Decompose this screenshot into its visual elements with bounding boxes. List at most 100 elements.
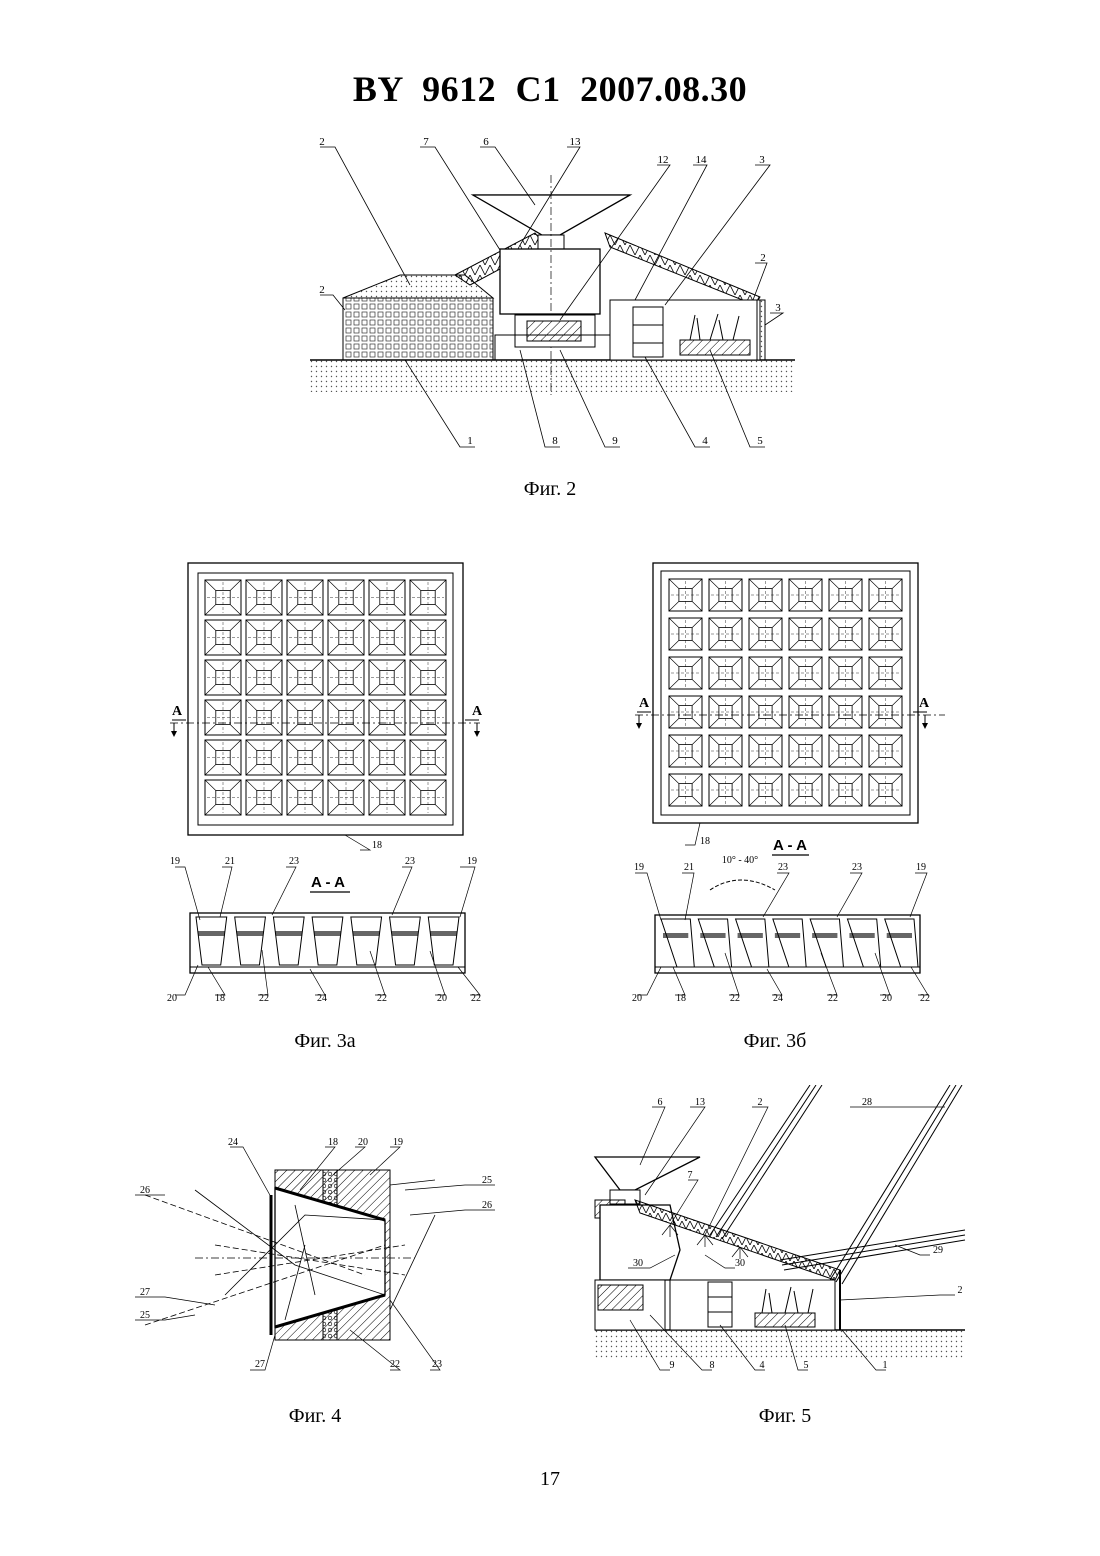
grid-cell xyxy=(369,700,405,735)
grid-cell xyxy=(246,700,282,735)
figure-5-caption: Фиг. 5 xyxy=(685,1405,885,1428)
callout: 6 xyxy=(658,1097,663,1108)
section-cone xyxy=(390,917,421,965)
section-cone xyxy=(661,919,694,967)
callout: 3 xyxy=(759,154,765,166)
grid-cell xyxy=(410,580,446,615)
callout: 3 xyxy=(775,302,781,314)
grid-cell xyxy=(246,580,282,615)
grid-cell xyxy=(205,740,241,775)
callout: 25 xyxy=(140,1310,150,1321)
callout: 19 xyxy=(393,1137,403,1148)
section-cone xyxy=(428,917,459,965)
grid-cell xyxy=(789,579,822,611)
grid-cell xyxy=(789,618,822,650)
callout: 5 xyxy=(757,435,763,447)
callout: 18 xyxy=(215,993,225,1004)
callout: 13 xyxy=(695,1097,705,1108)
grid-cell xyxy=(410,620,446,655)
callout: 26 xyxy=(140,1185,150,1196)
section-marker: A xyxy=(639,696,650,711)
callout: 30 xyxy=(633,1258,643,1269)
callout: 24 xyxy=(773,993,783,1004)
callout: 4 xyxy=(760,1360,765,1371)
grid-cell xyxy=(829,735,862,767)
grid-cell xyxy=(328,620,364,655)
callout: 27 xyxy=(140,1287,150,1298)
figure-3b-caption: Фиг. 3б xyxy=(675,1030,875,1053)
callout: 19 xyxy=(634,862,644,873)
section-label: A - A xyxy=(773,837,807,854)
grid-cell xyxy=(709,735,742,767)
cell-grid xyxy=(205,580,446,815)
section-cone xyxy=(810,919,843,967)
callout: 18 xyxy=(700,836,710,847)
callout: 2 xyxy=(758,1097,763,1108)
callout: 13 xyxy=(570,136,582,148)
callout: 23 xyxy=(405,856,415,867)
grid-cell xyxy=(789,657,822,689)
section-cone xyxy=(351,917,382,965)
grid-cell xyxy=(410,660,446,695)
document-header: BY 9612 C1 2007.08.30 xyxy=(0,68,1100,110)
grid-cell xyxy=(246,740,282,775)
callout: 22 xyxy=(828,993,838,1004)
grid-cell xyxy=(328,660,364,695)
callout: 7 xyxy=(423,136,429,148)
grid-cell xyxy=(205,780,241,815)
callout: 24 xyxy=(317,993,327,1004)
grid-cell xyxy=(369,620,405,655)
grid-cell xyxy=(829,774,862,806)
grid-cell xyxy=(829,696,862,728)
callout: 8 xyxy=(710,1360,715,1371)
section-cone xyxy=(312,917,343,965)
callout: 6 xyxy=(483,136,489,148)
figure-5-drawing: 6 13 2 28 7 30 30 29 2 9 8 4 5 1 xyxy=(590,1085,970,1385)
callout: 2 xyxy=(319,284,325,296)
figure-3a-caption: Фиг. 3а xyxy=(225,1030,425,1053)
grid-cell xyxy=(287,660,323,695)
grid-cell xyxy=(829,618,862,650)
grid-cell xyxy=(669,774,702,806)
grid-cell xyxy=(287,620,323,655)
section-profile xyxy=(661,919,918,967)
grid-cell xyxy=(205,580,241,615)
figure-4-drawing: 24 18 20 19 25 26 26 27 25 27 22 23 xyxy=(135,1135,505,1385)
grid-cell xyxy=(287,740,323,775)
callout: 27 xyxy=(255,1359,265,1370)
callout: 22 xyxy=(920,993,930,1004)
grid-cell xyxy=(369,580,405,615)
callout: 22 xyxy=(377,993,387,1004)
grid-cell xyxy=(669,657,702,689)
figure-3a-drawing: A A A - A 18 19 21 23 23 19 20 18 22 24 … xyxy=(160,555,500,1015)
cell-grid xyxy=(669,579,902,806)
grid-cell xyxy=(369,660,405,695)
callout: 7 xyxy=(688,1170,693,1181)
section-cone xyxy=(235,917,266,965)
grid-cell xyxy=(669,696,702,728)
grid-cell xyxy=(869,618,902,650)
callout: 8 xyxy=(552,435,558,447)
grid-cell xyxy=(410,780,446,815)
grid-cell xyxy=(287,700,323,735)
callout: 18 xyxy=(676,993,686,1004)
grid-cell xyxy=(789,774,822,806)
callout: 20 xyxy=(437,993,447,1004)
callout: 23 xyxy=(289,856,299,867)
grid-cell xyxy=(869,657,902,689)
callout: 29 xyxy=(933,1245,943,1256)
callout: 22 xyxy=(259,993,269,1004)
callout: 23 xyxy=(432,1359,442,1370)
section-label: A - A xyxy=(311,874,345,891)
grid-cell xyxy=(709,657,742,689)
callout: 23 xyxy=(778,862,788,873)
callout: 1 xyxy=(467,435,473,447)
grid-cell xyxy=(328,580,364,615)
grid-cell xyxy=(749,774,782,806)
section-cone xyxy=(773,919,806,967)
callout: 19 xyxy=(170,856,180,867)
callout: 20 xyxy=(632,993,642,1004)
section-profile xyxy=(196,917,459,965)
grid-cell xyxy=(709,618,742,650)
callout: 1 xyxy=(883,1360,888,1371)
